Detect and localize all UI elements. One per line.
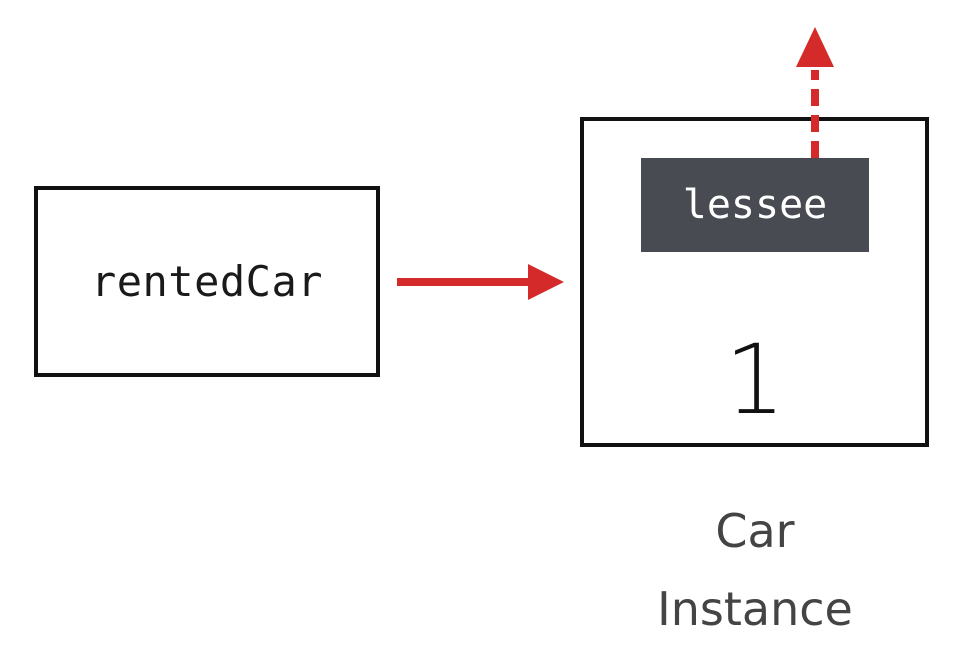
instance-caption-line1: Car	[715, 504, 795, 558]
reference-count: 1	[724, 324, 786, 436]
variable-label: rentedCar	[90, 257, 324, 306]
instance-caption-line2: Instance	[657, 582, 853, 636]
property-arrow-head	[796, 27, 834, 67]
variable-box: rentedCar	[34, 186, 380, 377]
reference-arrow-head	[528, 264, 564, 300]
property-chip: lessee	[641, 158, 869, 252]
property-label: lessee	[682, 182, 828, 228]
instance-caption: Car Instance	[600, 492, 910, 648]
